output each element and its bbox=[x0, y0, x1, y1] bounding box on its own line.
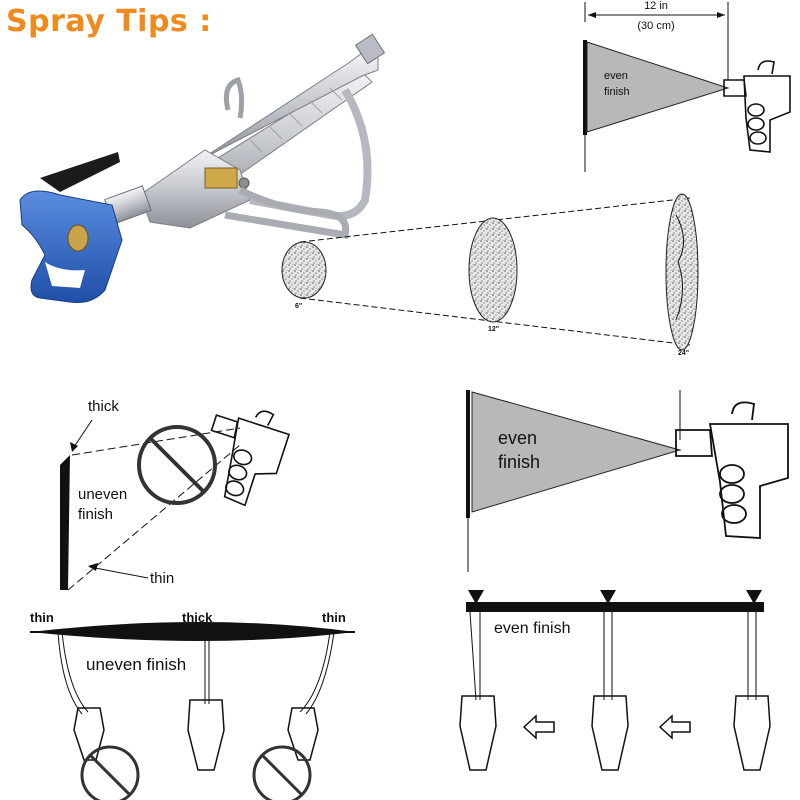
pattern-diagram bbox=[281, 193, 699, 351]
thin-label: thin bbox=[150, 570, 175, 587]
distance-diagram bbox=[583, 2, 791, 172]
arc-thin-left-label: thin bbox=[30, 610, 54, 625]
spray-gun-icon bbox=[210, 410, 291, 507]
pattern-size-24: 24" bbox=[678, 350, 690, 357]
spray-gun-photo bbox=[19, 33, 386, 303]
uneven-label-line2: finish bbox=[78, 506, 114, 523]
straight-even-finish-label: even finish bbox=[494, 620, 571, 637]
arc-thin-right-label: thin bbox=[322, 610, 346, 625]
thick-label: thick bbox=[88, 398, 119, 415]
hand-spray-icon bbox=[459, 695, 771, 771]
distance-label: 12 in bbox=[644, 0, 668, 12]
spray-gun-icon bbox=[723, 60, 791, 153]
even-finish-small-line2: finish bbox=[604, 86, 630, 98]
no-symbol-icon bbox=[137, 425, 217, 505]
distance-metric-label: (30 cm) bbox=[637, 20, 675, 32]
spray-gun-icon bbox=[675, 401, 789, 539]
marker-triangle-icon bbox=[468, 590, 762, 604]
straight-diagram bbox=[459, 590, 771, 771]
even-finish-small-line1: even bbox=[604, 70, 628, 82]
arc-thick-label: thick bbox=[182, 610, 213, 625]
even-finish-line1: even bbox=[498, 428, 538, 448]
even-finish-line2: finish bbox=[498, 452, 541, 472]
pattern-size-6: 6" bbox=[295, 303, 303, 310]
even-diagram bbox=[466, 390, 789, 572]
arc-diagram bbox=[30, 622, 355, 800]
page-title: Spray Tips : bbox=[6, 4, 212, 39]
pattern-size-12: 12" bbox=[488, 326, 500, 333]
arc-uneven-finish-label: uneven finish bbox=[86, 655, 187, 674]
uneven-label-line1: uneven bbox=[78, 486, 128, 503]
no-symbol-icon bbox=[80, 745, 312, 800]
hand-spray-icon bbox=[73, 699, 319, 771]
angle-diagram bbox=[60, 410, 291, 591]
arrow-left-icon bbox=[522, 714, 691, 740]
